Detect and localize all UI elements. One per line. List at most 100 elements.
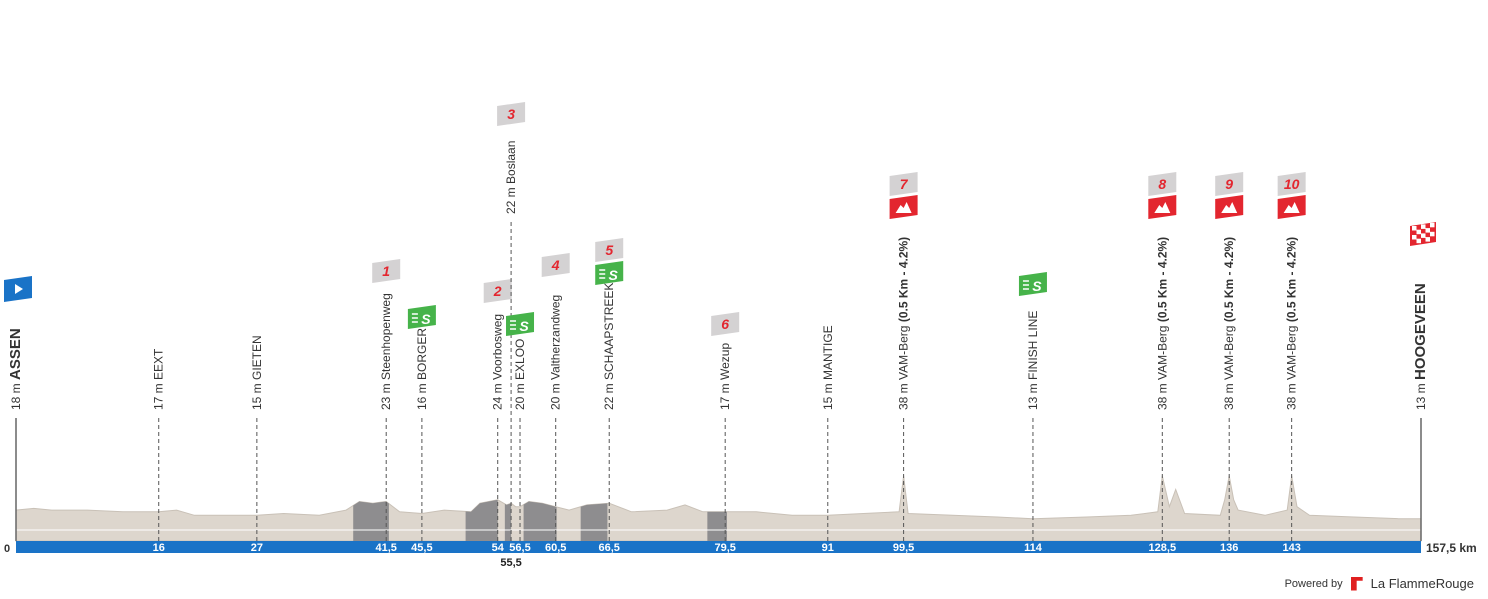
km-label-below: 55,5	[500, 557, 521, 569]
finish-check	[1430, 222, 1435, 228]
sector-flag-bg	[497, 102, 526, 126]
label-part: 15 m	[250, 380, 264, 410]
km-label: 79,5	[714, 542, 735, 554]
sector-flag-bg	[1148, 172, 1177, 196]
climb-flag-bg	[1215, 195, 1244, 219]
label-part: 22 m	[504, 184, 518, 214]
sector-flag-bg	[595, 238, 624, 262]
sector-flag-9: 9	[1215, 172, 1244, 219]
point-label: 15 m MANTIGE	[821, 325, 835, 410]
km-label: 41,5	[375, 542, 396, 554]
point-label: 17 m EEXT	[152, 348, 166, 410]
sector-flag-bg	[1277, 172, 1306, 196]
sector-flag-number: 10	[1284, 176, 1300, 192]
finish-check	[1425, 228, 1430, 233]
sprint-symbol: S	[421, 311, 431, 327]
play-icon	[15, 284, 23, 294]
sector-flag-number: 2	[493, 283, 502, 299]
km-label: 60,5	[545, 542, 566, 554]
sector-band-4	[523, 475, 557, 541]
point-label: 15 m GIETEN	[250, 335, 264, 410]
finish-check	[1412, 235, 1417, 240]
sprint-flag-bg	[1018, 272, 1047, 296]
label-part: Wezup	[718, 343, 732, 380]
sector-flag-number: 5	[605, 242, 613, 258]
climb-icon	[889, 195, 918, 219]
label-part: HOOGEVEEN	[1412, 283, 1429, 380]
sector-band-2	[465, 475, 498, 541]
sprint-flag-bg	[407, 305, 436, 329]
label-part: MANTIGE	[821, 325, 835, 380]
mountain-icon	[1221, 202, 1238, 213]
sector-flag-bg	[711, 312, 740, 336]
label-part: SCHAAPSTREEK	[602, 283, 616, 380]
label-part: GIETEN	[250, 335, 264, 380]
sector-flag-number: 7	[900, 176, 909, 192]
label-part: 23 m	[379, 380, 393, 410]
label-part: (0.5 Km - 4.2%)	[1155, 237, 1169, 326]
km-label: 99,5	[893, 542, 914, 554]
sector-flag-3: 3	[497, 102, 526, 126]
climb-flag-bg	[889, 195, 918, 219]
label-part: VAM-Berg	[1222, 326, 1236, 380]
sector-flag-bg	[372, 259, 401, 283]
label-part: BORGER	[415, 328, 429, 380]
km-label: 114	[1024, 542, 1043, 554]
sector-flag-bg	[483, 279, 512, 303]
label-part: Valtherzandweg	[549, 295, 563, 380]
label-part: 38 m	[897, 380, 911, 410]
sector-band-6	[707, 475, 727, 541]
finish-flag-icon	[1410, 222, 1436, 246]
sector-flag-7: 7	[889, 172, 918, 219]
label-part: ASSEN	[7, 328, 24, 380]
sector-flag-number: 3	[507, 106, 515, 122]
footer: Powered by La FlammeRouge	[1285, 576, 1474, 591]
km-label: 45,5	[411, 542, 432, 554]
point-label: 38 m VAM-Berg (0.5 Km - 4.2%)	[897, 237, 911, 410]
label-part: EXLOO	[513, 339, 527, 380]
label-part: 18 m	[9, 380, 23, 410]
mountain-icon	[1283, 202, 1300, 213]
sector-band-3	[504, 475, 512, 541]
km-label: 56,5	[509, 542, 530, 554]
point-label: 38 m VAM-Berg (0.5 Km - 4.2%)	[1285, 237, 1299, 410]
sprint-icon: S	[506, 312, 535, 336]
sector-flag-number: 8	[1158, 176, 1166, 192]
label-part: EEXT	[152, 348, 166, 380]
sprint-flag-bg	[506, 312, 535, 336]
point-label: 23 m Steenhopenweg	[379, 293, 393, 410]
sprint-flag-bg	[595, 261, 624, 285]
km-label: 128,5	[1149, 542, 1177, 554]
finish-check	[1416, 238, 1421, 244]
sprint-symbol: S	[519, 318, 529, 334]
label-part: VAM-Berg	[897, 326, 911, 380]
point-label: 13 m FINISH LINE	[1026, 311, 1040, 410]
label-part: Voorbosweg	[491, 314, 505, 380]
label-part: (0.5 Km - 4.2%)	[897, 237, 911, 326]
sprint-icon: S	[595, 261, 624, 285]
point-label: 22 m Boslaan	[504, 141, 518, 214]
label-part: 20 m	[549, 380, 563, 410]
label-part: 22 m	[602, 380, 616, 410]
sector-band-1	[353, 475, 389, 541]
label-part: 20 m	[513, 380, 527, 410]
sector-flag-bg	[889, 172, 918, 196]
sector-flag-1: 1	[372, 259, 401, 283]
climb-flag-bg	[1277, 195, 1306, 219]
finish-check	[1425, 237, 1430, 242]
label-part: 24 m	[491, 380, 505, 410]
label-part: 38 m	[1155, 380, 1169, 410]
point-label: 20 m Valtherzandweg	[549, 295, 563, 410]
label-part: VAM-Berg	[1285, 326, 1299, 380]
label-part: (0.5 Km - 4.2%)	[1285, 237, 1299, 326]
sprint-icon: S	[407, 305, 436, 329]
sector-flag-number: 6	[721, 316, 729, 332]
km-label: 91	[822, 542, 834, 554]
finish-check	[1421, 233, 1426, 238]
km-label-end: 157,5 km	[1426, 541, 1477, 555]
start-label: 18 m ASSEN	[7, 328, 24, 410]
label-part: VAM-Berg	[1155, 326, 1169, 380]
climb-flag-bg	[1148, 195, 1177, 219]
finish-label: 13 m HOOGEVEEN	[1412, 283, 1429, 410]
mountain-icon	[895, 202, 912, 213]
